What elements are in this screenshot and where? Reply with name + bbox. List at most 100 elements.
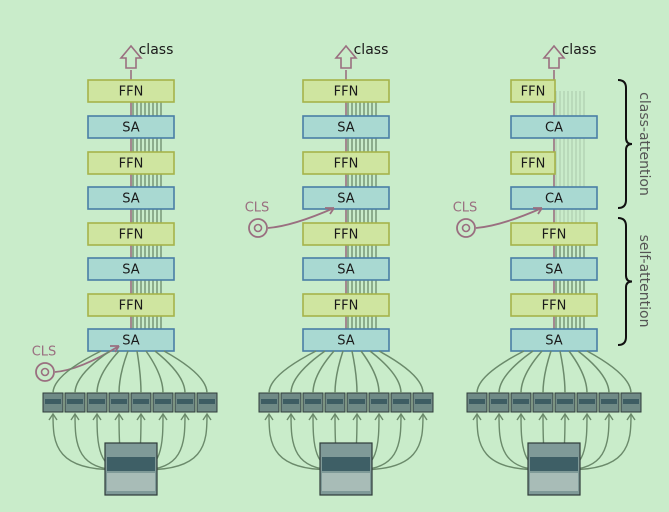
cls-arrowhead: [533, 207, 543, 215]
block-sa: [302, 328, 390, 352]
patch-thumbnail-shade: [199, 399, 215, 404]
input-image-highlight: [322, 473, 370, 491]
arrowhead: [136, 412, 146, 421]
patch-thumbnail-shade: [393, 399, 409, 404]
block-sa: [510, 328, 598, 352]
class-label: class: [354, 42, 389, 58]
arrowhead: [538, 412, 548, 421]
block-ffn: [510, 222, 598, 246]
patch-thumbnail-shade: [371, 399, 387, 404]
patch-thumbnail-shade: [415, 399, 431, 404]
block-ca: [510, 115, 598, 139]
input-image-highlight: [530, 473, 578, 491]
block-sa: [87, 186, 175, 210]
arrowhead: [418, 412, 428, 421]
patch-thumbnail-shade: [557, 399, 573, 404]
arrowhead: [48, 412, 58, 421]
patch-thumbnail-shade: [261, 399, 277, 404]
class-attention-label: class-attention: [636, 92, 652, 196]
block-label: FFN: [334, 228, 359, 243]
patch-to-block-line: [542, 350, 552, 394]
block-label: FFN: [334, 85, 359, 100]
patch-to-block-line: [74, 350, 111, 394]
patch-thumbnail-shade: [535, 399, 551, 404]
patch-to-block-line: [369, 350, 402, 394]
patch-thumbnail-shade: [177, 399, 193, 404]
arrowhead: [330, 412, 340, 421]
cls-label: CLS: [32, 345, 57, 360]
block-ffn: [87, 293, 175, 317]
patch-to-block-line: [568, 350, 588, 394]
arrowhead: [396, 412, 406, 421]
patch-to-block-line: [360, 350, 380, 394]
class-attention-bracket: [617, 79, 633, 209]
patch-thumbnail-shade: [327, 399, 343, 404]
arrowhead: [264, 412, 274, 421]
input-image-shade: [530, 457, 578, 471]
arrowhead: [560, 412, 570, 421]
block-label: CA: [545, 121, 563, 136]
cls-label: CLS: [453, 201, 478, 216]
block-label: FFN: [119, 85, 144, 100]
block-sa: [510, 257, 598, 281]
block-sa: [302, 115, 390, 139]
class-output-arrow: [542, 44, 566, 69]
block-label: FFN: [542, 299, 567, 314]
block-ffn: [302, 222, 390, 246]
input-image-shade: [107, 457, 155, 471]
patch-to-block-line: [52, 350, 102, 394]
class-label: class: [139, 42, 174, 58]
cls-arrowhead: [325, 207, 335, 215]
patch-thumbnail-shade: [469, 399, 485, 404]
block-label: FFN: [334, 157, 359, 172]
block-label: FFN: [521, 85, 546, 100]
patch-thumbnail-shade: [305, 399, 321, 404]
block-ffn: [87, 222, 175, 246]
block-label: SA: [337, 263, 354, 278]
block-label: SA: [122, 192, 139, 207]
patch-thumbnail-shade: [133, 399, 149, 404]
patch-thumbnail-shade: [67, 399, 83, 404]
block-label: SA: [545, 263, 562, 278]
block-ffn: [302, 151, 390, 175]
patch-to-block-line: [145, 350, 164, 394]
patch-thumbnail-shade: [491, 399, 507, 404]
patch-to-block-line: [378, 350, 424, 394]
block-label: SA: [337, 121, 354, 136]
cls-token: [456, 218, 476, 238]
patch-thumbnail-shade: [601, 399, 617, 404]
arrowhead: [626, 412, 636, 421]
block-label: CA: [545, 192, 563, 207]
patch-to-block-line: [476, 350, 525, 394]
patch-to-block-line: [498, 350, 534, 394]
patch-to-block-line: [351, 350, 358, 394]
block-ca: [510, 186, 598, 210]
arrowhead: [92, 412, 102, 421]
arrowhead: [158, 412, 168, 421]
patch-to-block-line: [577, 350, 610, 394]
cls-arrowhead: [110, 345, 120, 353]
patch-to-block-line: [334, 350, 344, 394]
class-output-arrow: [119, 44, 143, 69]
class-output-arrow: [334, 44, 358, 69]
patch-to-block-line: [163, 350, 208, 394]
cls-label: CLS: [245, 201, 270, 216]
block-ffn: [87, 151, 175, 175]
cls-token-inner: [461, 223, 471, 233]
block-ffn: [510, 151, 556, 175]
patch-to-block-line: [136, 350, 142, 394]
block-label: FFN: [521, 157, 546, 172]
patch-to-block-line: [96, 350, 120, 394]
block-label: FFN: [334, 299, 359, 314]
arrowhead: [352, 412, 362, 421]
block-sa: [87, 257, 175, 281]
block-sa: [302, 186, 390, 210]
arrowhead: [286, 412, 296, 421]
arrowhead: [604, 412, 614, 421]
block-ffn: [302, 293, 390, 317]
patch-thumbnail-shade: [579, 399, 595, 404]
block-sa: [87, 115, 175, 139]
